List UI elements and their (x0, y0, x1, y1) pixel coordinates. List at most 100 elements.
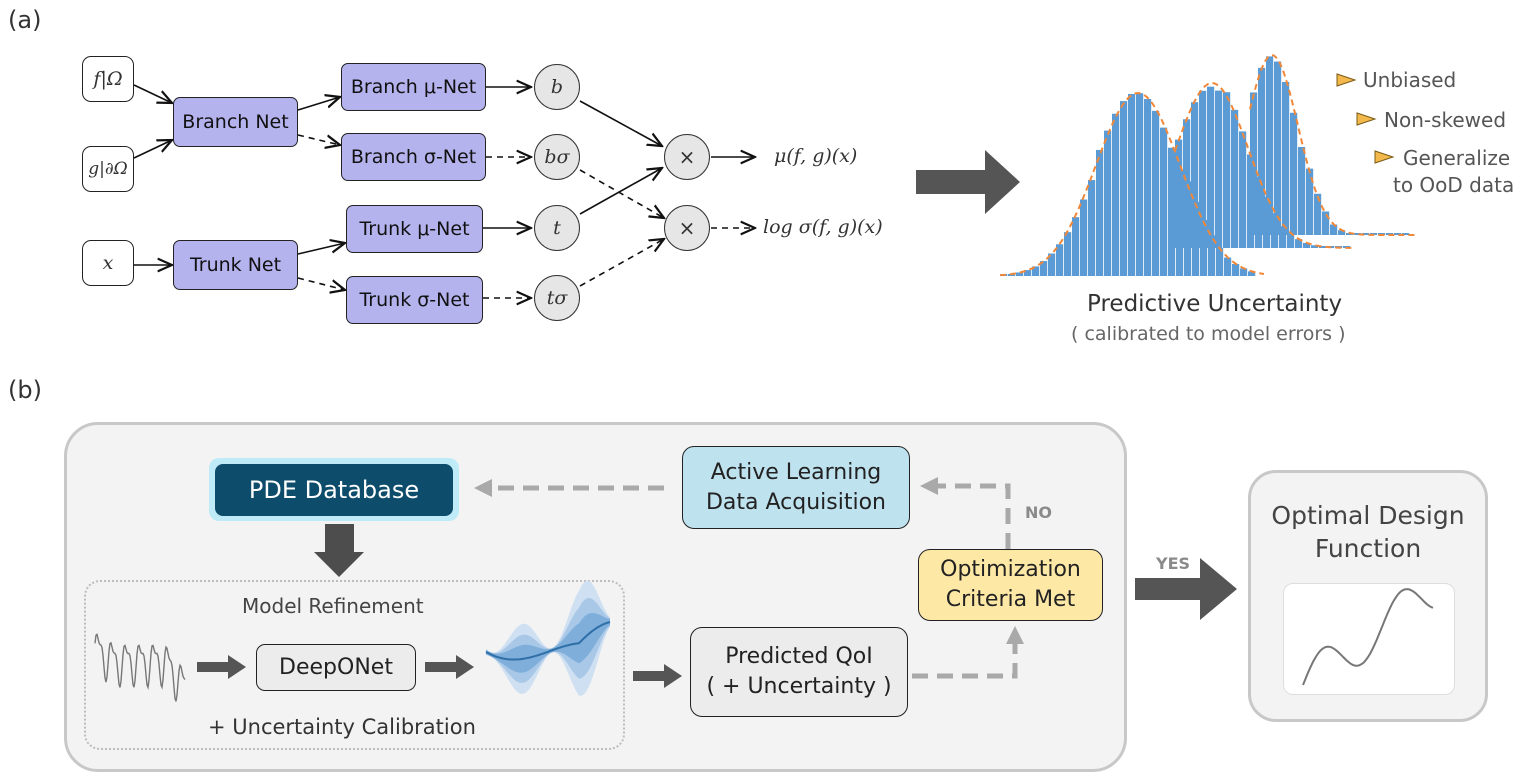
panel-b-label: (b) (8, 376, 42, 404)
histogram-bar (1024, 270, 1032, 276)
histogram-bar (1258, 67, 1266, 235)
model-refinement-panel (84, 580, 625, 750)
histogram-bar (1319, 246, 1327, 248)
node-t: t (534, 205, 580, 251)
histogram-bar (1306, 168, 1314, 235)
histogram-bar (1287, 233, 1295, 248)
output-mu: μ(f, g)(x) (774, 145, 858, 167)
histogram-bar (1208, 235, 1216, 276)
optimization-line1: Optimization (940, 557, 1081, 583)
input-f: f|Ω (82, 56, 134, 102)
multiply-node-sigma: × (664, 205, 710, 251)
histogram-bar (1160, 127, 1168, 276)
branch-sigma-net: Branch σ-Net (341, 133, 486, 181)
input-x: x (82, 240, 134, 286)
arrow-to-qoi (633, 664, 682, 688)
histogram-bar (1240, 268, 1248, 276)
histogram-bar (1402, 233, 1410, 235)
histogram-bar (1056, 244, 1064, 276)
histogram-bar (1176, 169, 1184, 276)
big-right-arrow (916, 150, 1020, 214)
histogram-bar (1072, 217, 1080, 276)
optimization-criteria-box: Optimization Criteria Met (918, 549, 1103, 621)
optimization-line2: Criteria Met (945, 587, 1076, 612)
histogram-bar (1192, 201, 1200, 276)
optimal-curve-icon (1302, 588, 1434, 686)
pde-database-inner: PDE Database (215, 463, 453, 516)
histogram-bar (1314, 193, 1322, 235)
down-arrow (314, 524, 364, 577)
histogram-bar (1247, 154, 1255, 248)
node-t-sigma: tσ (534, 275, 580, 321)
histogram-bar (1184, 181, 1192, 276)
histogram-bar (1216, 247, 1224, 276)
histogram-bar (1248, 271, 1256, 276)
uncertainty-bands-icon (485, 580, 611, 696)
histogram-bar (1096, 149, 1104, 276)
trunk-sigma-net: Trunk σ-Net (346, 276, 483, 324)
histogram-bar (1346, 233, 1354, 235)
trunk-mu-net: Trunk μ-Net (346, 205, 483, 253)
histogram-bar (1322, 211, 1330, 235)
histogram-bar (1362, 233, 1370, 235)
optimal-design-line2: Function (1314, 533, 1422, 563)
histogram-bar (1080, 199, 1088, 276)
active-learning-line1: Active Learning (710, 459, 882, 485)
histogram-bar (1048, 253, 1056, 276)
histogram-bar (1120, 101, 1128, 276)
histogram-bar (1303, 242, 1311, 248)
histogram-bar (1040, 261, 1048, 276)
bullet-icon (1336, 73, 1357, 87)
input-g: g|∂Ω (82, 146, 134, 192)
yes-arrow (1135, 558, 1237, 620)
model-refinement-label: Model Refinement (242, 594, 424, 618)
predicted-qoi-line1: Predicted QoI (725, 644, 873, 670)
histogram-bar (1223, 92, 1231, 248)
node-b-sigma: bσ (534, 134, 580, 180)
histogram-bar (1207, 86, 1215, 249)
property-ood: to OoD data (1393, 173, 1515, 197)
bullet-icon (1374, 150, 1395, 164)
histogram-bar (1016, 272, 1024, 276)
histogram-bar (1152, 110, 1160, 276)
arrow-to-deeponet (197, 655, 246, 679)
uncertainty-subtitle: ( calibrated to model errors ) (1071, 323, 1346, 345)
histogram-bar (1232, 263, 1240, 276)
predicted-qoi-box: Predicted QoI ( + Uncertainty ) (690, 627, 908, 717)
histogram-bar (1295, 239, 1303, 248)
panel-a-label: (a) (8, 6, 42, 34)
histogram-bar (1282, 81, 1290, 235)
trunk-net: Trunk Net (173, 240, 298, 290)
arrow-from-deeponet (425, 655, 474, 679)
histogram-bar (1144, 99, 1152, 276)
active-learning-line2: Data Acquisition (705, 489, 887, 515)
bullet-icon (1356, 112, 1377, 126)
histogram-bar (1064, 232, 1072, 276)
histogram-bar (1239, 131, 1247, 248)
histogram-bar (1311, 245, 1319, 248)
branch-mu-net: Branch μ-Net (341, 63, 486, 111)
histogram-bar (1266, 56, 1274, 235)
property-unbiased: Unbiased (1363, 68, 1457, 92)
predicted-qoi-line2: ( + Uncertainty ) (706, 674, 892, 699)
histogram-bar (1224, 257, 1232, 276)
histogram-bar (1032, 266, 1040, 276)
histogram-bar (1263, 196, 1271, 248)
histogram-bar (1168, 147, 1176, 276)
histogram-bar (1255, 176, 1263, 248)
uncertainty-band (486, 613, 610, 673)
property-non-skewed: Non-skewed (1384, 108, 1507, 132)
uncertainty-calibration-label: + Uncertainty Calibration (208, 715, 476, 739)
uncertainty-title: Predictive Uncertainty (1087, 291, 1343, 317)
histogram-bar (1290, 112, 1298, 235)
histogram-bar (1112, 113, 1120, 276)
gaussian-fit-curve (999, 91, 1265, 277)
histogram-bar (1338, 230, 1346, 235)
histogram-bar (1330, 224, 1338, 235)
histogram-bar (1136, 93, 1144, 276)
histogram-bar (1274, 61, 1282, 236)
